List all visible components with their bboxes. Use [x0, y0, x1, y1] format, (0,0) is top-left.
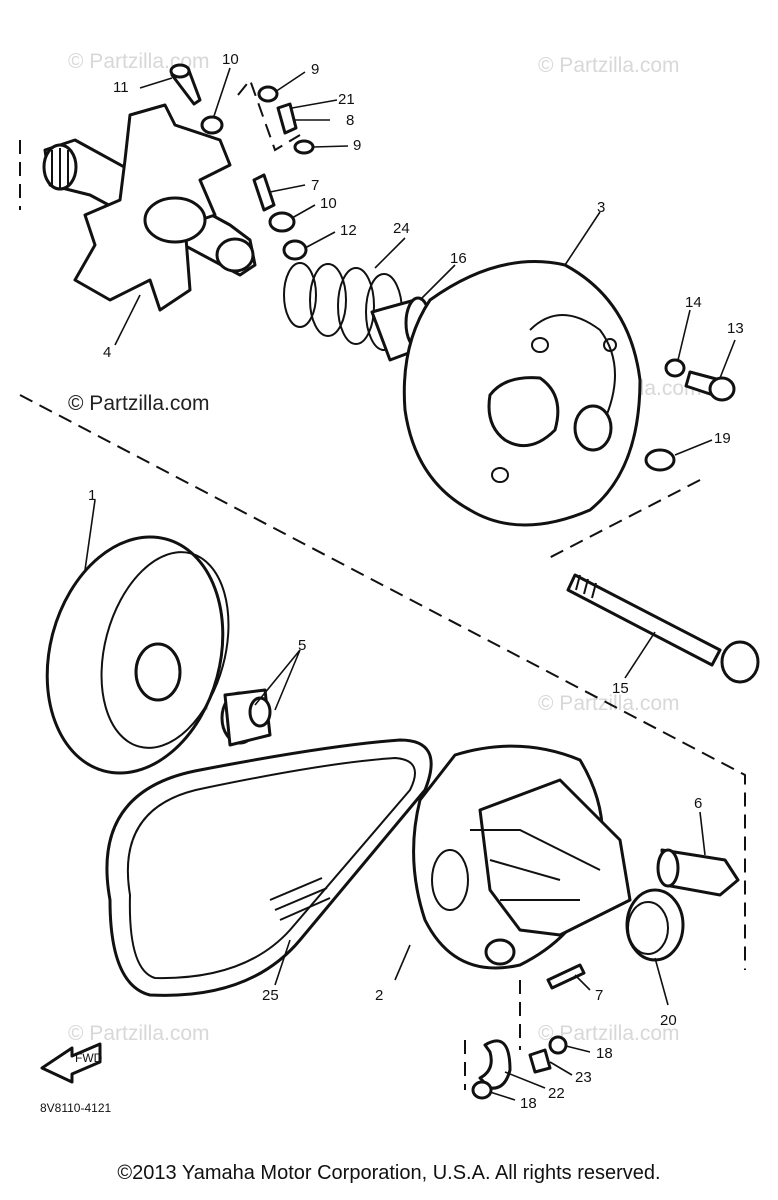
callout-3: 3 — [597, 199, 605, 216]
leader-5 — [254, 649, 301, 711]
watermark-7: © Partzilla.com — [538, 1022, 680, 1045]
callout-5: 5 — [298, 637, 306, 654]
leader-3 — [564, 211, 601, 266]
diagram-code: 8V8110-4121 — [40, 1101, 112, 1115]
callout-11: 11 — [113, 79, 129, 96]
nut-12 — [282, 239, 308, 261]
leader-9-upper — [274, 71, 306, 93]
leader-9-lower — [312, 145, 349, 148]
leader-18-upper — [565, 1045, 591, 1053]
leader-1 — [84, 499, 96, 571]
copyright-footer: ©2013 Yamaha Motor Corporation, U.S.A. A… — [117, 1162, 661, 1184]
bolt-13 — [684, 370, 736, 402]
callout-7-upper: 7 — [311, 177, 319, 194]
callout-4: 4 — [103, 344, 111, 361]
leader-20 — [654, 957, 669, 1006]
fwd-arrow-icon: FWD — [40, 1042, 103, 1084]
callout-24: 24 — [393, 220, 410, 237]
callout-15: 15 — [612, 680, 629, 697]
washer-10-upper — [200, 115, 224, 135]
hardware-bolt-11 — [169, 63, 202, 106]
callout-14: 14 — [685, 294, 702, 311]
leader-10-lower — [291, 204, 316, 219]
drive-belt-25 — [105, 738, 433, 997]
callout-22: 22 — [548, 1085, 565, 1102]
callout-18-lower: 18 — [520, 1095, 537, 1112]
callout-20: 20 — [660, 1012, 677, 1029]
leader-25 — [274, 939, 291, 986]
callout-13: 13 — [727, 320, 744, 337]
leader-15 — [624, 631, 656, 679]
watermark-6: © Partzilla.com — [68, 1022, 210, 1045]
leader-19 — [674, 439, 713, 456]
axis-line-bolt — [544, 479, 701, 561]
callout-9-lower: 9 — [353, 137, 361, 154]
sleeve-6 — [656, 848, 740, 897]
leader-14 — [677, 309, 691, 361]
leader-2 — [394, 944, 411, 981]
leader-6 — [699, 811, 706, 856]
callout-23: 23 — [575, 1069, 592, 1086]
leader-18-lower — [489, 1091, 516, 1101]
diagram-canvas: © Partzilla.com © Partzilla.com © Partzi… — [19, 50, 760, 1115]
callout-10-upper: 10 — [222, 51, 239, 68]
leader-21 — [291, 99, 338, 109]
pin-23 — [528, 1048, 552, 1074]
callout-6: 6 — [694, 795, 702, 812]
leader-7-lower — [574, 974, 591, 991]
axis-line-main — [19, 394, 746, 970]
leader-10-upper — [213, 67, 231, 117]
washer-9-lower — [293, 139, 315, 155]
sheave-cover-3 — [402, 260, 642, 527]
weight-arm-22 — [478, 1039, 512, 1090]
leader-4 — [114, 294, 141, 346]
bolt-15 — [566, 573, 760, 684]
callout-9-upper: 9 — [311, 61, 319, 78]
callout-18-upper: 18 — [596, 1045, 613, 1062]
washer-9-upper — [257, 85, 279, 103]
pin-7-upper — [252, 173, 276, 212]
washer-18-upper — [548, 1035, 568, 1055]
ring-20 — [625, 888, 685, 962]
washer-18-lower — [471, 1080, 493, 1100]
fwd-label: FWD — [75, 1051, 103, 1065]
washer-10-lower — [268, 211, 296, 233]
callout-10-lower: 10 — [320, 195, 337, 212]
leader-7-upper — [269, 184, 306, 193]
leader-24 — [374, 237, 406, 269]
callout-21: 21 — [338, 91, 355, 108]
washer-19 — [644, 448, 676, 472]
axis-line-pins — [237, 77, 301, 152]
leader-22 — [504, 1071, 546, 1089]
leader-11 — [139, 77, 173, 89]
leader-23 — [549, 1061, 573, 1076]
sheave-disc-1 — [45, 535, 230, 775]
watermark-2: © Partzilla.com — [538, 54, 680, 77]
callout-7-lower: 7 — [595, 987, 603, 1004]
leader-16 — [419, 264, 456, 301]
primary-sheave-spider — [42, 103, 257, 312]
callout-12: 12 — [340, 222, 357, 239]
pin-21 — [276, 102, 298, 135]
callout-8: 8 — [346, 112, 354, 129]
leader-12 — [304, 231, 336, 249]
callout-19: 19 — [714, 430, 731, 447]
axis-line-lower — [464, 980, 521, 1090]
leader-13 — [719, 339, 736, 379]
sheave-assembly-2 — [412, 744, 632, 970]
watermark-main: © Partzilla.com — [68, 392, 210, 415]
callout-25: 25 — [262, 987, 279, 1004]
pin-7-lower — [546, 963, 586, 990]
callout-1: 1 — [88, 487, 96, 504]
bushing-5 — [220, 688, 272, 747]
washer-14 — [664, 358, 686, 378]
callout-16: 16 — [450, 250, 467, 267]
callout-2: 2 — [375, 987, 383, 1004]
